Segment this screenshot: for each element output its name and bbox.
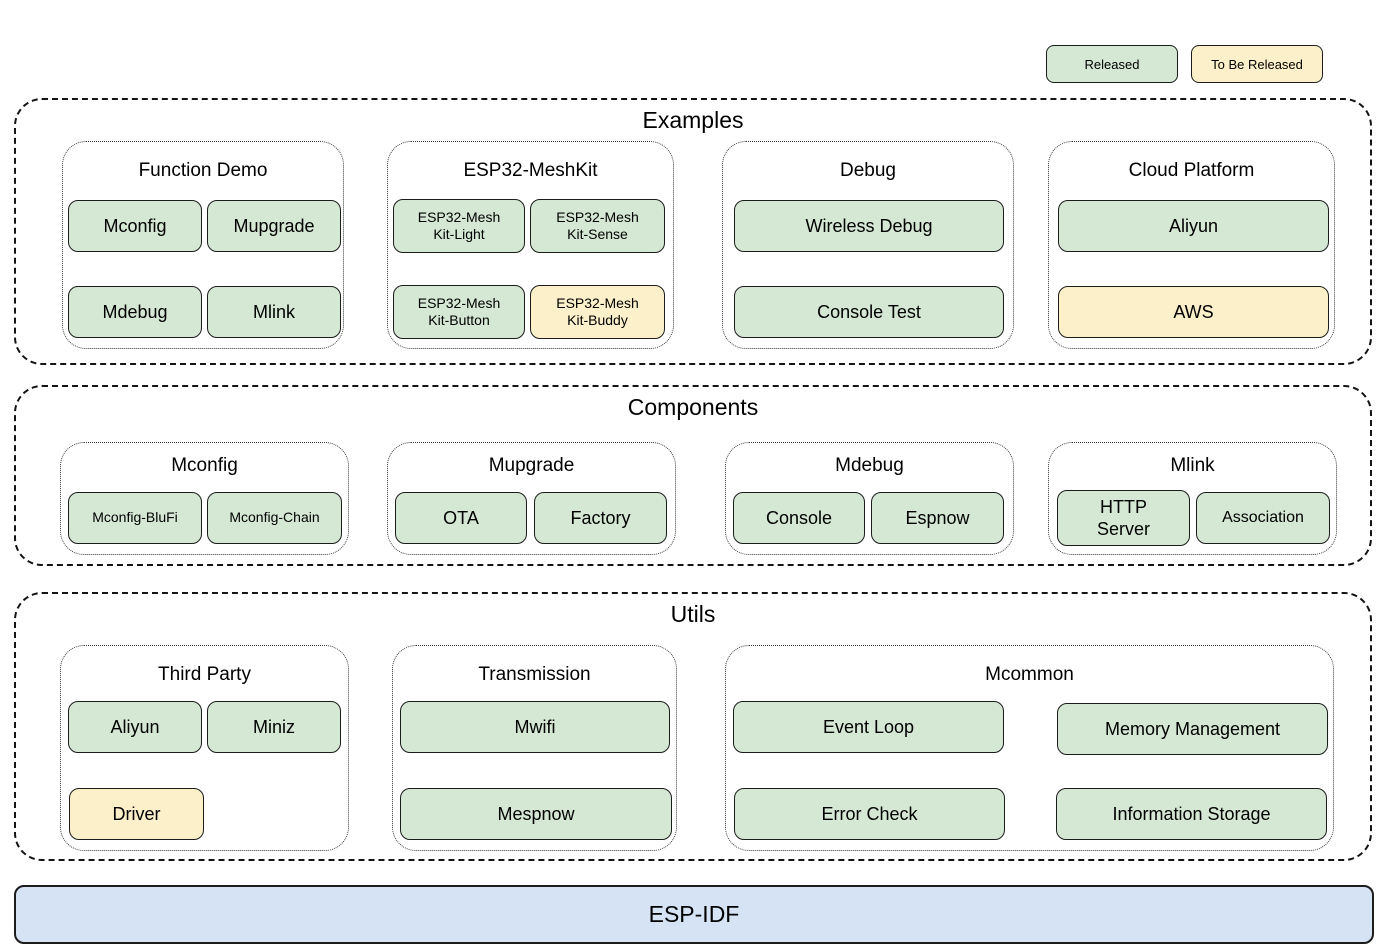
node-mdebug-label: Mdebug	[102, 301, 168, 322]
node-aws: AWS	[1058, 286, 1329, 338]
node-mespnow-label: Mespnow	[497, 803, 575, 824]
legend-released-label: Released	[1084, 56, 1140, 72]
node-esp32-meshkit-light-label: ESP32-Mesh Kit-Light	[417, 208, 501, 243]
group-esp32-meshkit: ESP32-MeshKit ESP32-Mesh Kit-Light ESP32…	[387, 141, 674, 349]
node-esp32-meshkit-button: ESP32-Mesh Kit-Button	[393, 285, 525, 339]
section-components: Components Mconfig Mconfig-BluFi Mconfig…	[14, 385, 1372, 566]
node-wireless-debug: Wireless Debug	[734, 200, 1004, 252]
node-mconfig-chain: Mconfig-Chain	[207, 492, 342, 544]
group-mupgrade-title: Mupgrade	[488, 455, 575, 476]
group-third-party: Third Party Aliyun Miniz Driver	[60, 645, 349, 851]
node-console: Console	[733, 492, 865, 544]
node-information-storage-label: Information Storage	[1112, 803, 1271, 824]
node-event-loop: Event Loop	[733, 701, 1004, 753]
node-mconfig: Mconfig	[68, 200, 202, 252]
node-factory: Factory	[534, 492, 667, 544]
legend-released-swatch: Released	[1046, 45, 1178, 83]
node-mlink-label: Mlink	[252, 301, 295, 322]
group-function-demo-title: Function Demo	[138, 160, 268, 181]
node-driver: Driver	[69, 788, 204, 840]
node-miniz-label: Miniz	[252, 716, 295, 737]
group-mlink: Mlink HTTP Server Association	[1048, 442, 1337, 555]
node-error-check: Error Check	[734, 788, 1005, 840]
section-components-title: Components	[627, 394, 759, 420]
node-mupgrade-label: Mupgrade	[233, 215, 315, 236]
group-cloud-platform: Cloud Platform Aliyun AWS	[1048, 141, 1335, 349]
node-association: Association	[1196, 492, 1330, 544]
group-transmission-title: Transmission	[478, 664, 591, 685]
group-debug: Debug Wireless Debug Console Test	[722, 141, 1014, 349]
node-mconfig-chain-label: Mconfig-Chain	[229, 509, 320, 526]
node-espnow-label: Espnow	[905, 507, 970, 528]
group-mupgrade: Mupgrade OTA Factory	[387, 442, 676, 555]
legend-to-be-released-label: To Be Released	[1211, 56, 1303, 72]
node-error-check-label: Error Check	[821, 803, 918, 824]
section-examples: Examples Function Demo Mconfig Mupgrade …	[14, 98, 1372, 365]
section-examples-title: Examples	[642, 107, 744, 133]
node-esp32-meshkit-sense: ESP32-Mesh Kit-Sense	[530, 199, 665, 253]
group-mcommon-title: Mcommon	[985, 664, 1074, 685]
node-console-test-label: Console Test	[817, 301, 921, 322]
node-aws-label: AWS	[1173, 301, 1214, 322]
group-transmission: Transmission Mwifi Mespnow	[392, 645, 677, 851]
node-mconfig-blufi: Mconfig-BluFi	[68, 492, 202, 544]
node-http-server: HTTP Server	[1057, 490, 1190, 546]
group-mdebug-title: Mdebug	[835, 455, 904, 476]
node-aliyun-cloud-label: Aliyun	[1168, 215, 1219, 236]
group-mdebug: Mdebug Console Espnow	[725, 442, 1014, 555]
group-mcommon: Mcommon Event Loop Memory Management Err…	[725, 645, 1334, 851]
node-memory-management: Memory Management	[1057, 703, 1328, 755]
group-esp32-meshkit-title: ESP32-MeshKit	[463, 160, 598, 181]
node-console-test: Console Test	[734, 286, 1004, 338]
node-driver-label: Driver	[112, 803, 161, 824]
group-mconfig-title: Mconfig	[171, 455, 238, 476]
group-debug-title: Debug	[840, 160, 896, 181]
node-esp32-meshkit-buddy-label: ESP32-Mesh Kit-Buddy	[556, 294, 639, 329]
node-wireless-debug-label: Wireless Debug	[805, 215, 933, 236]
legend-to-be-released-swatch: To Be Released	[1191, 45, 1323, 83]
section-utils: Utils Third Party Aliyun Miniz Driver Tr…	[14, 592, 1372, 861]
node-event-loop-label: Event Loop	[822, 716, 915, 737]
node-mupgrade: Mupgrade	[207, 200, 341, 252]
node-http-server-label: HTTP Server	[1096, 496, 1150, 540]
node-information-storage: Information Storage	[1056, 788, 1327, 840]
node-mconfig-blufi-label: Mconfig-BluFi	[92, 509, 178, 526]
node-mdebug: Mdebug	[68, 286, 202, 338]
node-esp32-meshkit-sense-label: ESP32-Mesh Kit-Sense	[556, 208, 639, 243]
node-esp32-meshkit-button-label: ESP32-Mesh Kit-Button	[417, 294, 501, 329]
node-association-label: Association	[1222, 509, 1304, 526]
section-utils-title: Utils	[670, 601, 716, 627]
node-mespnow: Mespnow	[400, 788, 672, 840]
group-cloud-platform-title: Cloud Platform	[1128, 160, 1255, 181]
node-ota: OTA	[395, 492, 527, 544]
esp-idf-label: ESP-IDF	[648, 901, 740, 927]
node-aliyun-util: Aliyun	[68, 701, 202, 753]
group-third-party-title: Third Party	[158, 664, 251, 685]
node-console-label: Console	[765, 507, 833, 528]
node-ota-label: OTA	[443, 507, 479, 528]
node-memory-management-label: Memory Management	[1104, 718, 1281, 739]
group-mconfig: Mconfig Mconfig-BluFi Mconfig-Chain	[60, 442, 349, 555]
node-mwifi-label: Mwifi	[514, 716, 556, 737]
group-function-demo: Function Demo Mconfig Mupgrade Mdebug Ml…	[62, 141, 344, 349]
node-aliyun-util-label: Aliyun	[110, 716, 160, 737]
node-factory-label: Factory	[570, 507, 631, 528]
legend: Released To Be Released	[1046, 45, 1323, 83]
node-mlink: Mlink	[207, 286, 341, 338]
node-esp32-meshkit-buddy: ESP32-Mesh Kit-Buddy	[530, 285, 665, 339]
node-esp32-meshkit-light: ESP32-Mesh Kit-Light	[393, 199, 525, 253]
group-mlink-title: Mlink	[1170, 455, 1215, 476]
node-aliyun-cloud: Aliyun	[1058, 200, 1329, 252]
node-miniz: Miniz	[207, 701, 341, 753]
esp-idf-bar: ESP-IDF	[14, 885, 1374, 944]
node-espnow: Espnow	[871, 492, 1004, 544]
node-mconfig-label: Mconfig	[103, 215, 167, 236]
node-mwifi: Mwifi	[400, 701, 670, 753]
